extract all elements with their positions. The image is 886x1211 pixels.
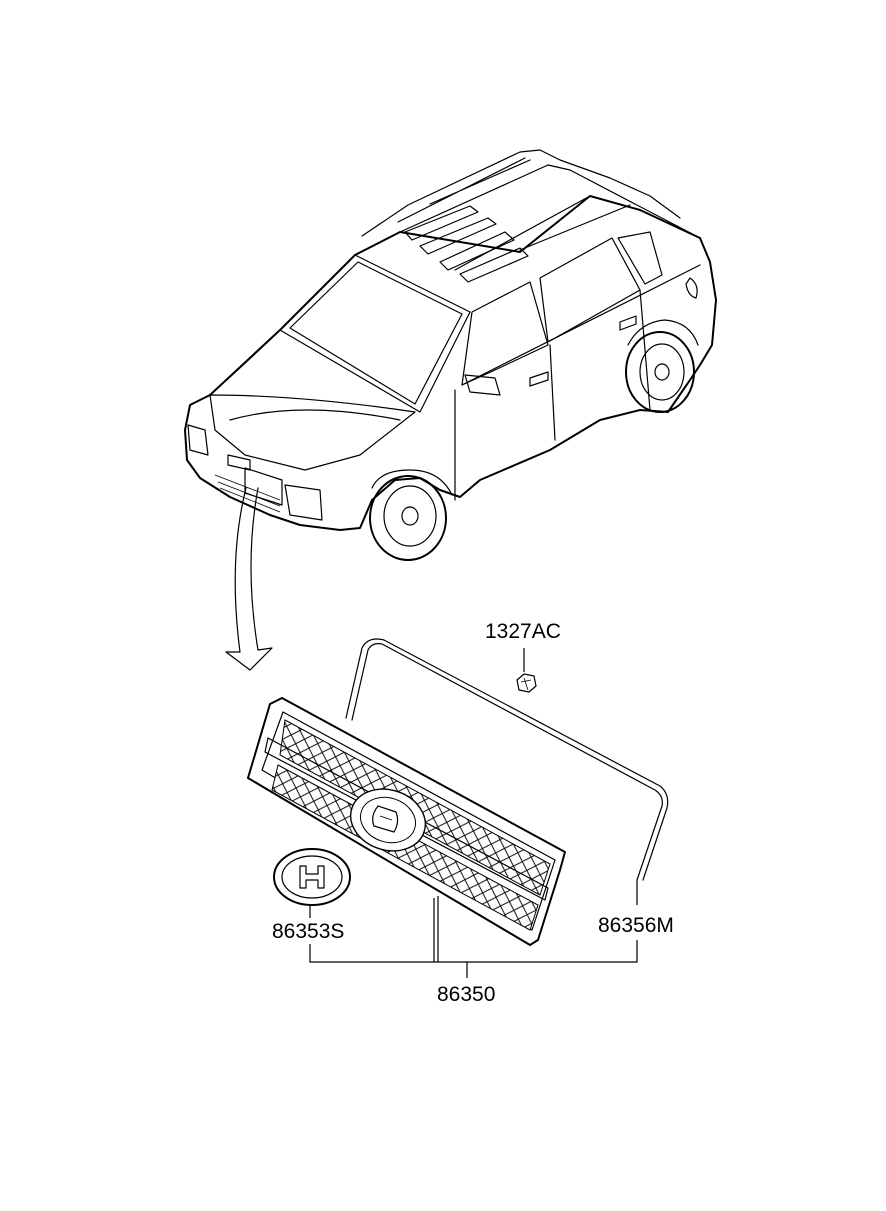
label-nut: 1327AC [485, 620, 561, 643]
radiator-grille [247, 697, 566, 946]
emblem [273, 848, 351, 906]
label-grille-assembly: 86350 [437, 983, 495, 1006]
leader-lines [309, 648, 638, 978]
grille-molding [345, 638, 669, 881]
callout-arrow [225, 487, 273, 671]
label-molding: 86356M [598, 914, 674, 937]
vehicle-illustration [184, 149, 717, 561]
clip-nut [516, 673, 537, 693]
label-emblem: 86353S [272, 920, 344, 943]
